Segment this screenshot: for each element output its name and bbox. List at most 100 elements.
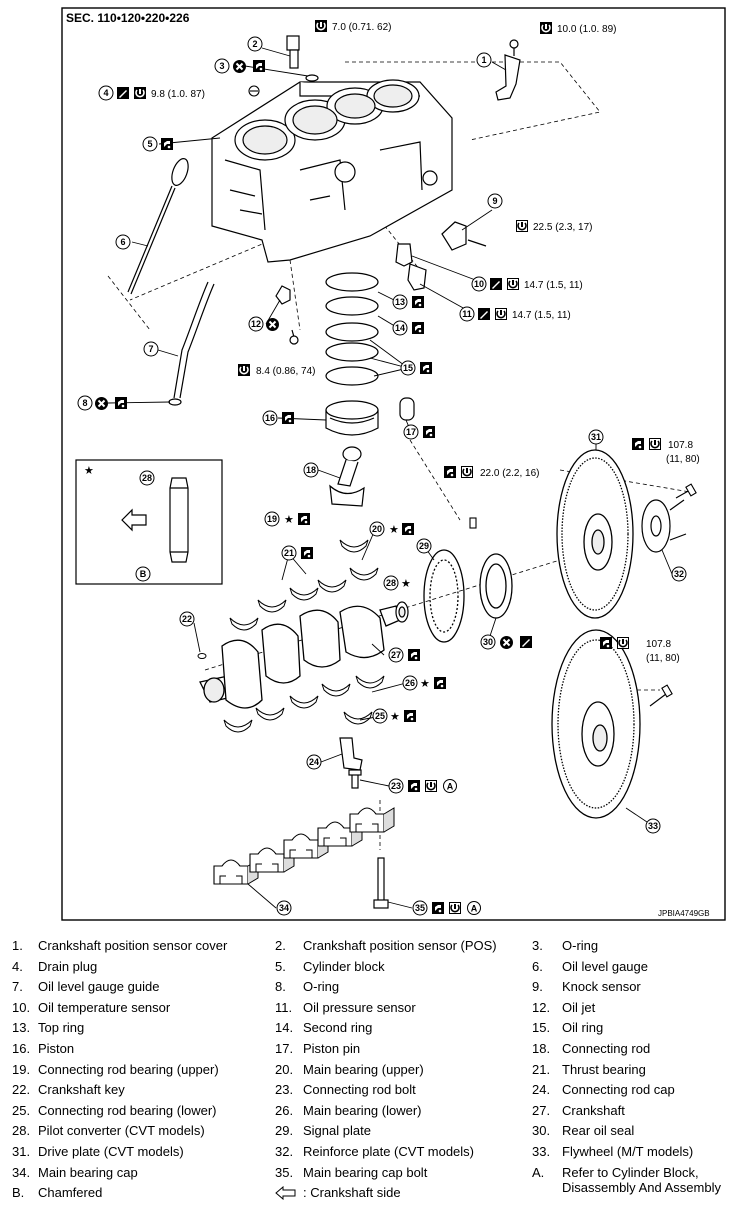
star-26: ★ xyxy=(420,678,430,690)
svg-text:28: 28 xyxy=(142,473,152,483)
pos-sensor xyxy=(286,35,319,82)
signal-plate xyxy=(423,549,465,643)
svg-text:13: 13 xyxy=(395,297,405,307)
svg-text:12: 12 xyxy=(251,319,261,329)
svg-text:32: 32 xyxy=(674,569,684,579)
legend-row: 25.Connecting rod bearing (lower)26.Main… xyxy=(0,1101,736,1121)
callout-25: 25 xyxy=(372,708,388,724)
crankshaft-side-arrow xyxy=(121,508,147,532)
callout-20: 20 xyxy=(369,521,385,537)
torque-33b: (11, 80) xyxy=(646,653,680,664)
callout-8: 8 xyxy=(77,395,93,411)
legend-text: Oil level gauge xyxy=(562,958,648,974)
legend-text: Crankshaft xyxy=(562,1102,625,1118)
svg-text:8: 8 xyxy=(82,398,87,408)
signal-plate-bolt xyxy=(469,517,477,529)
legend-text: Connecting rod cap xyxy=(562,1082,675,1098)
callouts: 1 2 3 4 5 6 7 8 9 10 11 12 13 14 15 16 1… xyxy=(77,36,687,916)
callout-22: 22 xyxy=(179,611,195,627)
svg-text:18: 18 xyxy=(306,465,316,475)
callout-21: 21 xyxy=(281,545,297,561)
callout-29: 29 xyxy=(416,538,432,554)
legend-text: Connecting rod xyxy=(562,1041,651,1056)
callout-18: 18 xyxy=(303,462,319,478)
torque-4: 9.8 (1.0. 87) xyxy=(151,89,205,100)
torque-11: 14.7 (1.5, 11) xyxy=(512,310,571,321)
legend-number: 26. xyxy=(275,1102,294,1118)
callout-32: 32 xyxy=(671,566,687,582)
callout-19: 19 xyxy=(264,511,280,527)
torque-2: 7.0 (0.71. 62) xyxy=(332,22,391,33)
callout-3: 3 xyxy=(214,58,230,74)
torque-12: 8.4 (0.86, 74) xyxy=(256,366,315,377)
crankshaft-side-arrow-icon xyxy=(275,1186,296,1201)
torque-33a: 107.8 xyxy=(646,639,671,650)
svg-text:B: B xyxy=(140,569,147,579)
legend-number: 5. xyxy=(275,958,286,974)
legend-number: 8. xyxy=(275,979,286,995)
reinforce-plate xyxy=(641,499,687,553)
legend-text: Reinforce plate (CVT models) xyxy=(303,1144,474,1159)
legend-number: 21. xyxy=(532,1061,551,1077)
callout-12: 12 xyxy=(248,316,264,332)
legend-row: 31.Drive plate (CVT models)32.Reinforce … xyxy=(0,1142,736,1162)
callout-26: 26 xyxy=(402,675,418,691)
legend-text: Oil pressure sensor xyxy=(303,999,416,1015)
star-25: ★ xyxy=(390,711,400,723)
legend-number: 9. xyxy=(532,979,543,995)
legend-text: Crankshaft position sensor (POS) xyxy=(303,938,497,953)
callout-15: 15 xyxy=(400,360,416,376)
svg-text:35: 35 xyxy=(415,903,425,913)
legend-number: 34. xyxy=(12,1164,31,1180)
oil-level-gauge xyxy=(127,158,189,295)
legend-text: Pilot converter (CVT models) xyxy=(38,1123,205,1139)
legend-number: 32. xyxy=(275,1144,294,1159)
legend-number: 6. xyxy=(532,958,543,974)
torque-32b: (11, 80) xyxy=(666,454,700,465)
legend-number: 25. xyxy=(12,1102,31,1118)
star-20: ★ xyxy=(389,524,399,536)
legend-number: 10. xyxy=(12,999,31,1015)
oil-jet xyxy=(275,285,299,345)
callout-11: 11 xyxy=(459,306,475,322)
callout-4: 4 xyxy=(98,85,114,101)
legend-number: 2. xyxy=(275,938,286,953)
legend-number: 22. xyxy=(12,1082,31,1098)
legend-number: 29. xyxy=(275,1123,294,1139)
legend-text: Oil temperature sensor xyxy=(38,999,171,1015)
svg-text:19: 19 xyxy=(267,514,277,524)
oil-gauge-guide xyxy=(168,281,215,406)
callout-33: 33 xyxy=(645,818,661,834)
legend-text: Oil jet xyxy=(562,999,596,1015)
knock-sensor xyxy=(441,221,487,251)
svg-text:9: 9 xyxy=(492,196,497,206)
legend-number: 23. xyxy=(275,1082,294,1098)
legend-number: 17. xyxy=(275,1041,294,1056)
svg-text:27: 27 xyxy=(391,650,401,660)
flywheel-bolt xyxy=(649,684,673,707)
callout-5: 5 xyxy=(142,136,158,152)
ref-a-35: A xyxy=(471,904,478,914)
legend-text: Piston pin xyxy=(303,1041,361,1056)
ref-a-23: A xyxy=(447,782,454,792)
legend-number: 4. xyxy=(12,958,23,974)
callout-24: 24 xyxy=(306,754,322,770)
legend-text: Knock sensor xyxy=(562,979,641,995)
legend-number: 18. xyxy=(532,1041,551,1056)
svg-text:17: 17 xyxy=(406,427,416,437)
callout-35: 35 xyxy=(412,900,428,916)
piston xyxy=(325,400,379,436)
svg-text:10: 10 xyxy=(474,279,484,289)
svg-text:5: 5 xyxy=(147,139,152,149)
pilot-converter xyxy=(395,601,409,623)
svg-text:29: 29 xyxy=(419,541,429,551)
legend-number: 12. xyxy=(532,999,551,1015)
svg-text:26: 26 xyxy=(405,678,415,688)
conrod-bolt xyxy=(348,769,362,789)
callout-16: 16 xyxy=(262,410,278,426)
svg-text:1: 1 xyxy=(481,55,486,65)
torque-1: 10.0 (1.0. 89) xyxy=(557,24,616,35)
legend-number: 3. xyxy=(532,938,543,953)
